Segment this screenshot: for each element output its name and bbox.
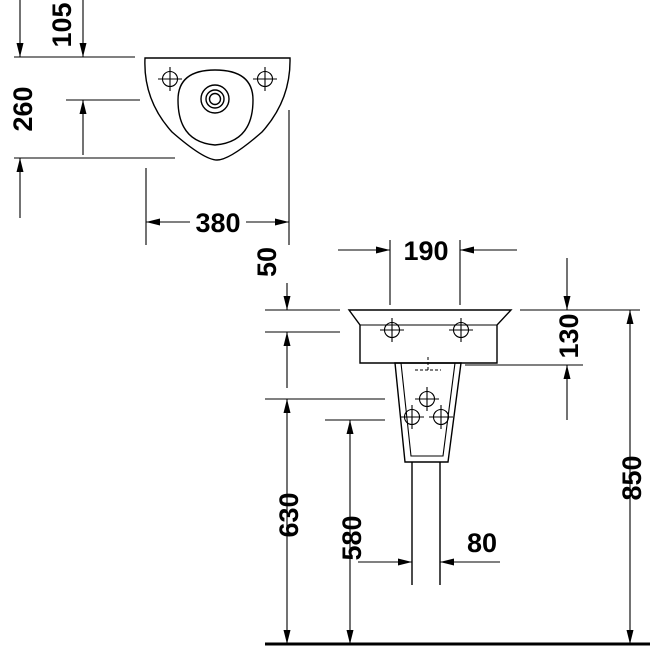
pedestal-fixing-top (414, 386, 440, 412)
semi-pedestal (394, 362, 462, 463)
basin-plan-outline (144, 57, 291, 161)
waste-outlet-plan (200, 84, 230, 114)
tap-hole-right-elevation (448, 317, 474, 343)
dim-label-630: 630 (274, 492, 304, 537)
elevation-view (265, 240, 650, 646)
tap-hole-left-plan (157, 66, 183, 92)
basin-elevation-outline (347, 309, 513, 364)
dim-label-130: 130 (554, 313, 584, 358)
dim-label-380: 380 (195, 208, 240, 238)
tap-hole-left-elevation (379, 317, 405, 343)
pedestal-fixing-left (399, 404, 425, 430)
dim-label-580: 580 (337, 515, 367, 560)
dim-label-850: 850 (617, 455, 647, 500)
dim-label-190: 190 (403, 236, 448, 266)
dim-label-105: 105 (47, 2, 77, 47)
basin-plan-bowl (177, 69, 254, 146)
tap-hole-right-plan (252, 66, 278, 92)
dim-label-80: 80 (467, 528, 497, 558)
dim-label-50: 50 (252, 247, 282, 277)
plan-view (14, 0, 291, 245)
dim-label-260: 260 (8, 86, 38, 131)
